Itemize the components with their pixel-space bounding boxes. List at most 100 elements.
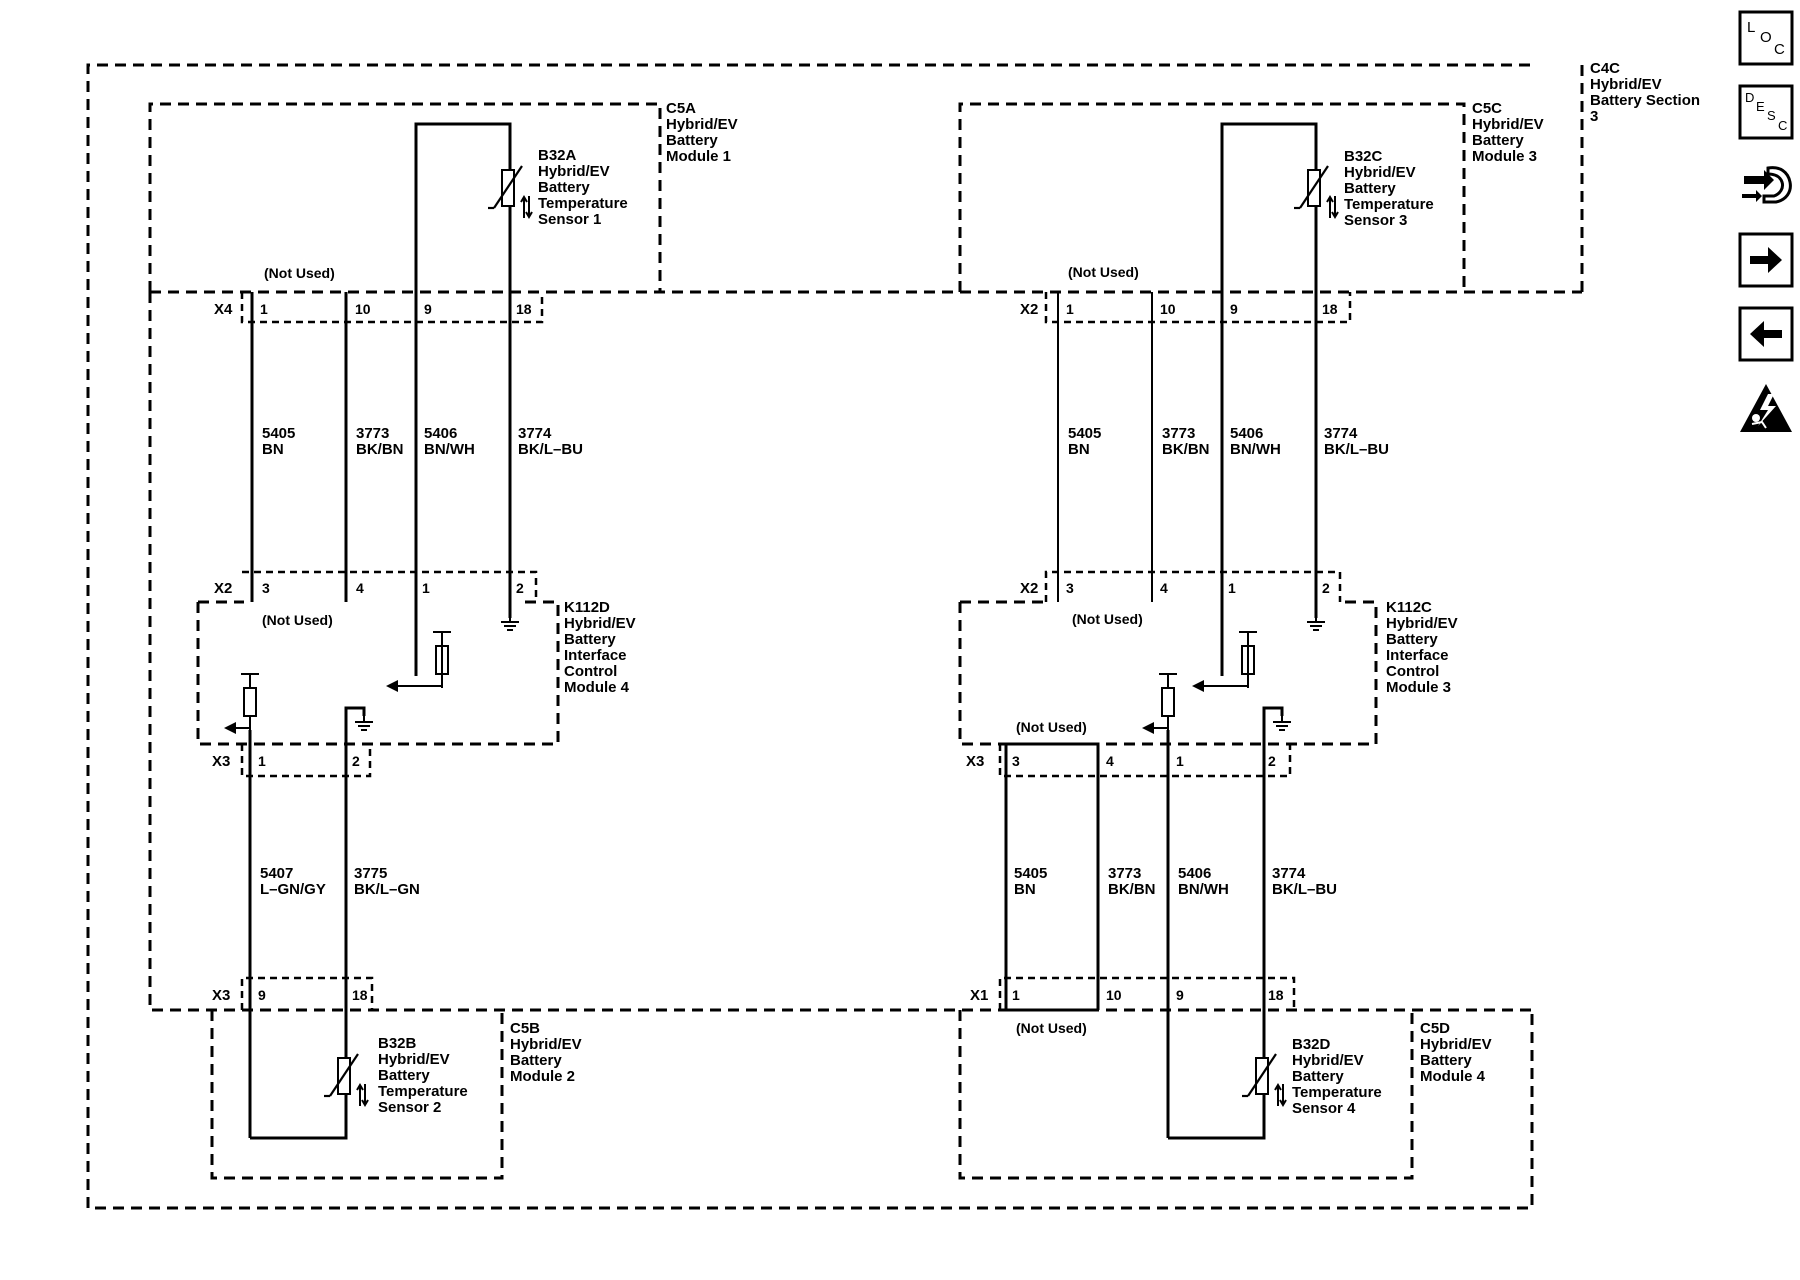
not-used-label: (Not Used) — [1016, 1020, 1087, 1036]
wires-right-upper: 5405 BN 3773 BK/BN 5406 BN/WH 3774 BK/L–… — [1057, 122, 1434, 676]
pin-number: 1 — [258, 753, 266, 769]
controller-label: Hybrid/EV — [564, 615, 636, 632]
connector-left-bottom: X3 9 18 — [212, 976, 374, 1010]
high-voltage-warning[interactable] — [1738, 380, 1794, 436]
sensor-label: Temperature — [1292, 1084, 1382, 1101]
wire-circuit: 5406 — [424, 425, 457, 442]
next-page-button[interactable] — [1738, 232, 1794, 288]
wire-circuit: 3773 — [356, 425, 389, 442]
pin-number: 2 — [516, 580, 524, 596]
pin-number: 3 — [262, 580, 270, 596]
sensor-label: Hybrid/EV — [1292, 1052, 1364, 1069]
pin-number: 4 — [356, 580, 364, 596]
location-button[interactable]: L O C — [1738, 10, 1794, 66]
pin-number: 9 — [258, 987, 266, 1003]
pin-number: 1 — [1176, 753, 1184, 769]
sensor-id: B32B — [378, 1035, 417, 1052]
controller-label: Hybrid/EV — [1386, 615, 1458, 632]
sensor-label: Temperature — [378, 1083, 468, 1100]
controller-label: Control — [1386, 663, 1439, 680]
description-button[interactable]: D E S C — [1738, 84, 1794, 140]
arrow-right-icon — [1738, 232, 1794, 288]
wires-right-lower: 5405 BN 3773 BK/BN 5406 BN/WH 3774 BK/L–… — [1004, 730, 1382, 1140]
controller-label: Interface — [564, 647, 627, 664]
section-label-line-3: 3 — [1590, 108, 1598, 125]
wire-circuit: 5407 — [260, 865, 293, 882]
desc-letter-d: D — [1745, 90, 1754, 105]
sensor-label: Temperature — [538, 195, 628, 212]
wire-color: BN — [262, 441, 284, 458]
module-c5b: C5B Hybrid/EV Battery Module 2 — [210, 1010, 582, 1180]
wire-color: BK/L–BU — [1272, 881, 1337, 898]
battery-section-c4c: C4C Hybrid/EV Battery Section 3 — [86, 60, 1700, 1210]
wire-color: BN/WH — [1178, 881, 1229, 898]
pin-number: 2 — [1322, 580, 1330, 596]
module-c5c: C5C Hybrid/EV Battery Module 3 — [958, 100, 1544, 292]
module-label: Hybrid/EV — [666, 116, 738, 133]
not-used-label: (Not Used) — [1068, 264, 1139, 280]
pin-number: 2 — [352, 753, 360, 769]
module-label: Battery — [510, 1052, 562, 1069]
interface-region — [148, 290, 1582, 1012]
pin-number: 4 — [1160, 580, 1168, 596]
sensor-label: Battery — [1344, 180, 1396, 197]
loc-letter-l: L — [1747, 19, 1755, 36]
sensor-label: Sensor 2 — [378, 1099, 441, 1116]
controller-label: Interface — [1386, 647, 1449, 664]
loc-letter-c: C — [1774, 41, 1785, 58]
wire-circuit: 3775 — [354, 865, 387, 882]
wire-color: BK/BN — [1108, 881, 1156, 898]
module-id: C5C — [1472, 100, 1502, 117]
module-c5a: C5A Hybrid/EV Battery Module 1 — [148, 100, 738, 292]
controller-label: Battery — [564, 631, 616, 648]
pin-number: 4 — [1106, 753, 1114, 769]
k112c-internals — [1142, 631, 1292, 776]
wire-color: BK/BN — [356, 441, 404, 458]
connector-left-low: X3 1 2 — [212, 744, 372, 778]
k112d-internals — [224, 631, 452, 776]
controller-label: Control — [564, 663, 617, 680]
pin-number: 10 — [1106, 987, 1122, 1003]
desc-icon: D E S C — [1738, 84, 1794, 140]
section-label-line-2: Battery Section — [1590, 92, 1700, 109]
connector-id: X2 — [1020, 580, 1038, 597]
desc-letter-c: C — [1778, 118, 1787, 133]
sensor-label: Sensor 4 — [1292, 1100, 1356, 1117]
wire-circuit: 5406 — [1230, 425, 1263, 442]
pin-number: 10 — [355, 301, 371, 317]
pin-number: 9 — [1176, 987, 1184, 1003]
module-label: Hybrid/EV — [1472, 116, 1544, 133]
pin-number: 3 — [1066, 580, 1074, 596]
module-label: Battery — [1472, 132, 1524, 149]
controller-id: K112D — [564, 599, 610, 616]
controller-label: Module 3 — [1386, 679, 1451, 696]
module-c5d: C5D Hybrid/EV Battery Module 4 — [958, 1010, 1492, 1180]
sensor-id: B32D — [1292, 1036, 1331, 1053]
sensor-id: B32A — [538, 147, 577, 164]
connector-end-view-button[interactable] — [1738, 158, 1794, 214]
pin-number: 2 — [1268, 753, 1276, 769]
not-used-label: (Not Used) — [1072, 611, 1143, 627]
connector-hand-icon — [1742, 166, 1792, 204]
module-label: Battery — [1420, 1052, 1472, 1069]
pin-number: 10 — [1160, 301, 1176, 317]
sensor-id: B32C — [1344, 148, 1383, 165]
module-label: Module 4 — [1420, 1068, 1486, 1085]
wire-circuit: 3773 — [1162, 425, 1195, 442]
pin-number: 1 — [1228, 580, 1236, 596]
connector-left-mid: X2 3 4 1 2 — [214, 570, 538, 602]
module-label: Module 2 — [510, 1068, 575, 1085]
controller-label: Module 4 — [564, 679, 630, 696]
wire-color: BN — [1068, 441, 1090, 458]
pin-number: 3 — [1012, 753, 1020, 769]
connector-id: X2 — [1020, 301, 1038, 318]
connector-id: X2 — [214, 580, 232, 597]
previous-page-button[interactable] — [1738, 306, 1794, 362]
high-voltage-warning-icon — [1740, 384, 1792, 432]
section-label-line-1: Hybrid/EV — [1590, 76, 1662, 93]
wire-color: BK/L–GN — [354, 881, 420, 898]
not-used-label: (Not Used) — [262, 612, 333, 628]
desc-letter-e: E — [1756, 99, 1765, 114]
module-label: Hybrid/EV — [1420, 1036, 1492, 1053]
